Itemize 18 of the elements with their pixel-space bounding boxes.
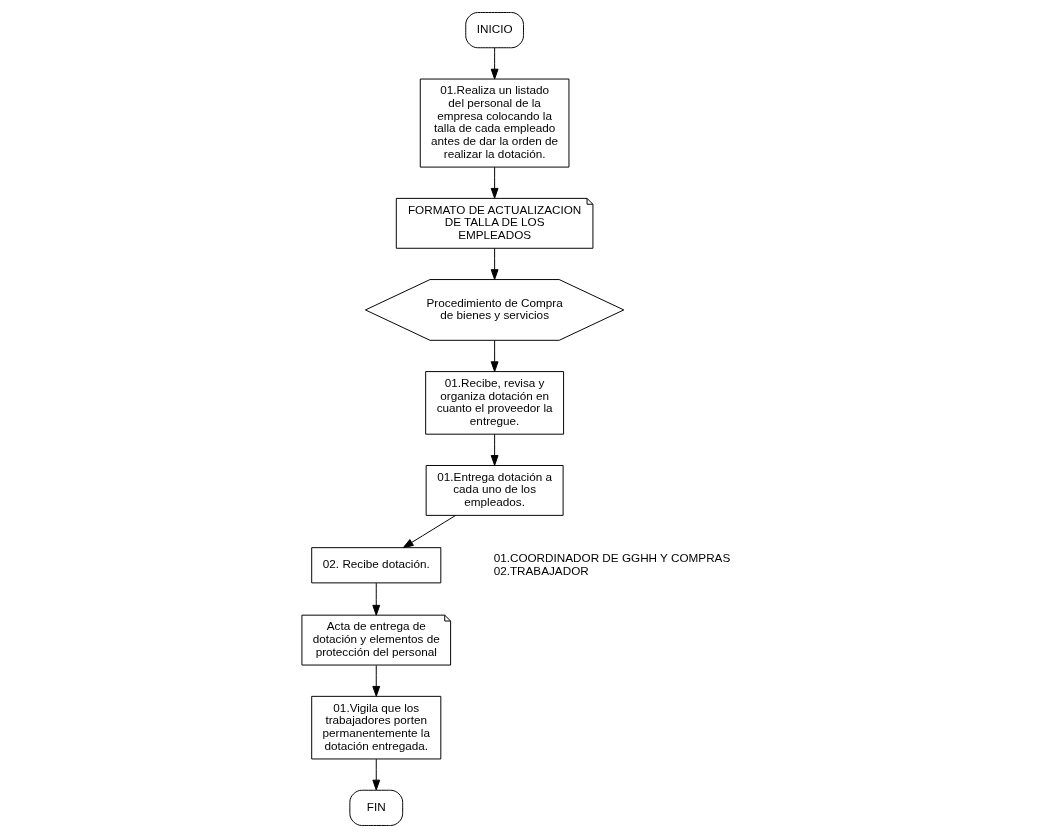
label: 01.COORDINADOR DE GGHH Y COMPRAS	[493, 550, 730, 564]
node-box: 02. Recibe dotación.	[310, 547, 441, 584]
arrow	[371, 582, 380, 616]
node-box: 01.Entrega dotación a cada uno de los empleados.	[425, 465, 564, 516]
node-box: 01.Realiza un listado del personal de la empresa colocando la talla de cada empleado antes de dar la orden de realizar la dotación.	[419, 78, 569, 168]
arrow	[490, 339, 499, 373]
arrow	[371, 758, 380, 791]
node-box: 01.Vigila que los trabajadores porten permanentemente la dotación entregada.	[310, 695, 441, 760]
arrow	[402, 515, 456, 549]
arrow	[490, 247, 499, 280]
node-box: FIN	[348, 789, 403, 826]
arrow	[490, 433, 499, 466]
label: 02.TRABAJADOR	[493, 563, 589, 577]
arrow	[490, 166, 499, 199]
node-box: 01.Recibe, revisa y organiza dotación en cuanto el proveedor la entregue.	[424, 371, 564, 435]
arrow	[371, 664, 380, 697]
arrow	[490, 47, 499, 80]
node-box: INICIO	[464, 12, 524, 49]
